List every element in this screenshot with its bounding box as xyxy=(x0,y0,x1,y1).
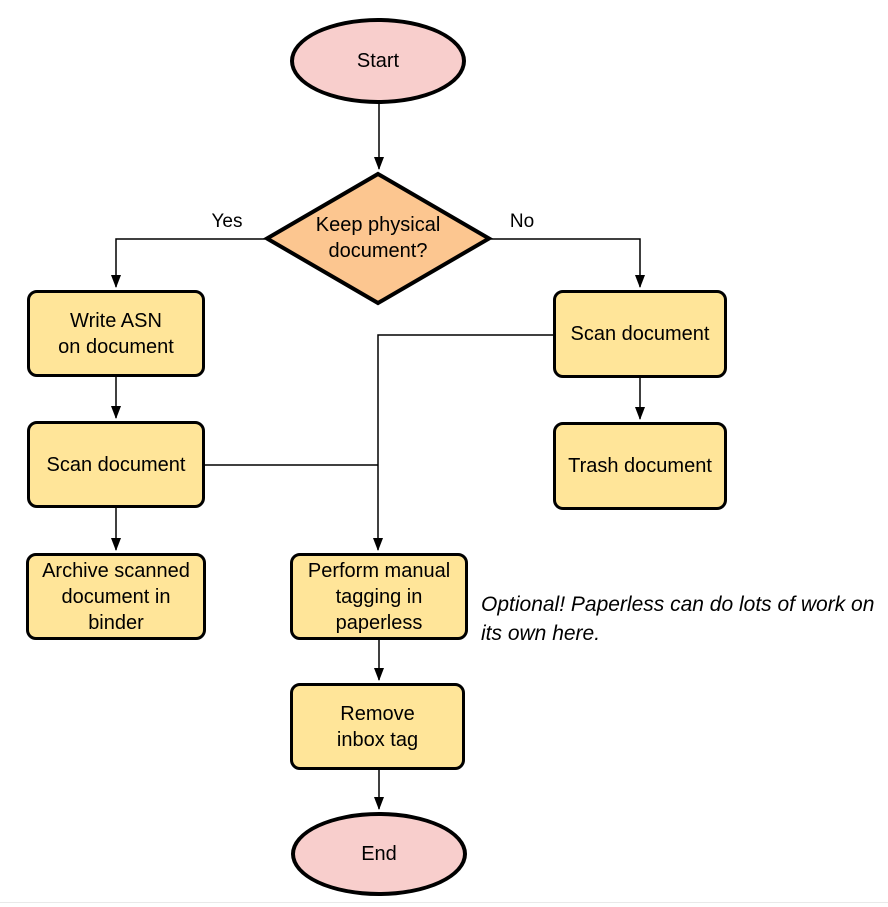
start-label: Start xyxy=(356,50,400,72)
connector-decision-yes-to-write-asn xyxy=(111,238,265,288)
process-write-asn-label: Write ASN on document xyxy=(58,309,174,358)
process-write-asn: Write ASN on document xyxy=(27,290,205,377)
process-scan-document-left: Scan document xyxy=(27,421,205,508)
decision-diamond-shape xyxy=(263,171,493,306)
page-boundary-line xyxy=(0,902,888,903)
start-node: Start xyxy=(290,18,466,104)
decision-label: Keep physical document? xyxy=(315,214,441,262)
end-label: End xyxy=(361,843,397,865)
connector-decision-no-to-scan-right xyxy=(491,238,645,288)
optional-note: Optional! Paperless can do lots of work … xyxy=(481,593,875,645)
process-scan-document-right: Scan document xyxy=(553,290,727,378)
process-archive-scanned-label: Archive scanned document in binder xyxy=(42,559,190,634)
process-trash-document-label: Trash document xyxy=(568,455,712,477)
decision-node: Keep physical document? xyxy=(267,173,489,303)
process-scan-document-left-label: Scan document xyxy=(46,453,186,476)
process-trash-document: Trash document xyxy=(553,422,727,510)
edge-label-no: No xyxy=(506,211,538,233)
process-scan-document-right-label: Scan document xyxy=(570,323,710,345)
process-manual-tagging: Perform manual tagging in paperless xyxy=(290,553,468,640)
process-remove-inbox-tag-label: Remove inbox tag xyxy=(336,702,419,751)
process-manual-tagging-label: Perform manual tagging in paperless xyxy=(307,559,451,634)
connector-scan-right-to-tagging xyxy=(373,334,553,551)
process-remove-inbox-tag: Remove inbox tag xyxy=(290,683,465,770)
edge-label-yes: Yes xyxy=(208,211,246,233)
end-node: End xyxy=(291,812,467,896)
process-archive-scanned: Archive scanned document in binder xyxy=(26,553,206,640)
